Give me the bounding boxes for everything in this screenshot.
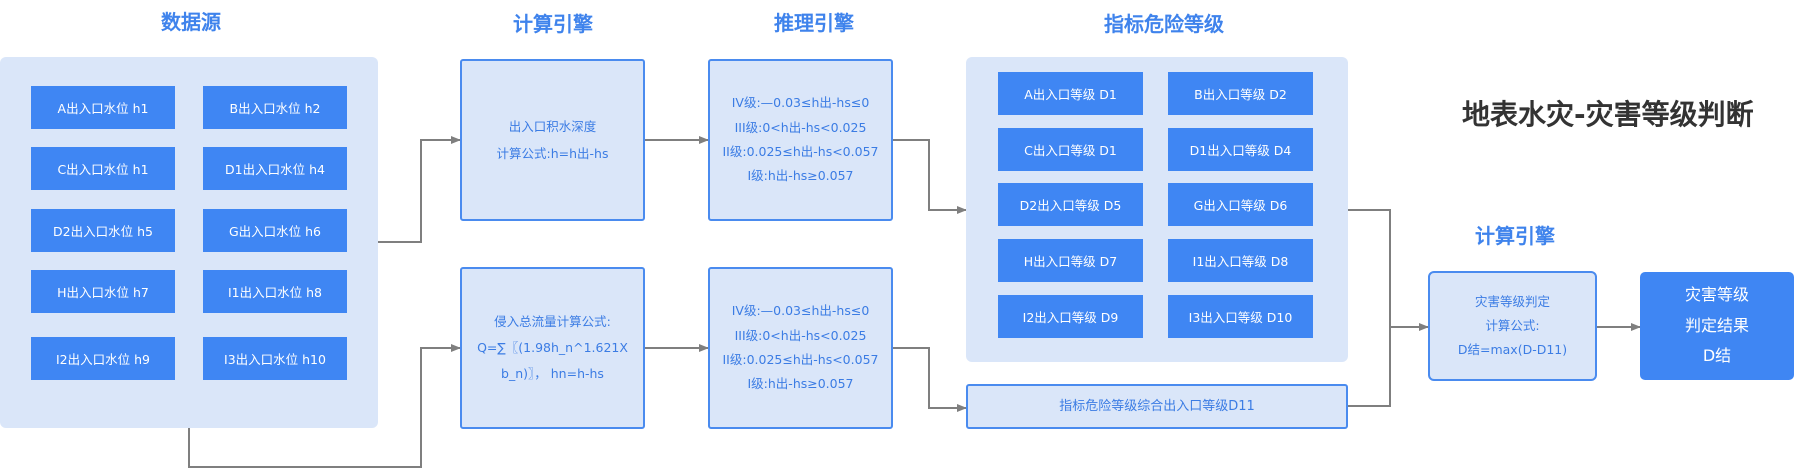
datasource-item: I2出入口水位 h9	[31, 337, 175, 380]
indicator-item: I2出入口等级 D9	[998, 295, 1143, 338]
datasource-item: C出入口水位 h1	[31, 147, 175, 190]
reasoning-top-level-4: IV级:—0.03≤h出-hs≤0	[731, 95, 870, 111]
result-line2: 判定结果	[1684, 315, 1749, 335]
arrow-datasource-to-engine-top	[378, 136, 461, 243]
datasource-panel: A出入口水位 h1 B出入口水位 h2 C出入口水位 h1 D1出入口水位 h4…	[0, 57, 378, 428]
datasource-item: G出入口水位 h6	[203, 209, 347, 252]
indicator-panel: A出入口等级 D1 B出入口等级 D2 C出入口等级 D1 D1出入口等级 D4…	[966, 57, 1348, 362]
arrow-datasource-to-engine-bottom	[188, 344, 461, 468]
heading-reasoning: 推理引擎	[774, 11, 854, 35]
indicator-combined-box: 指标危险等级综合出入口等级D11	[966, 384, 1348, 429]
datasource-item: I1出入口水位 h8	[203, 270, 347, 313]
engine-top-line1: 出入口积水深度	[508, 118, 597, 134]
reasoning-bottom-level-2: II级:0.025≤h出-hs<0.057	[722, 352, 879, 367]
reasoning-bottom-level-3: III级:0<h出-hs<0.025	[734, 327, 867, 343]
indicator-item: D2出入口等级 D5	[998, 183, 1143, 226]
reasoning-box-top: IV级:—0.03≤h出-hs≤0 III级:0<h出-hs<0.025 II级…	[708, 59, 893, 221]
indicator-item: C出入口等级 D1	[998, 128, 1143, 171]
result-box: 灾害等级 判定结果 D结	[1640, 272, 1794, 380]
indicator-item: H出入口等级 D7	[998, 239, 1143, 282]
engine-bottom-line1: 侵入总流量计算公式:	[494, 313, 611, 329]
indicator-item: G出入口等级 D6	[1168, 183, 1313, 226]
heading-engine-2: 计算引擎	[1475, 224, 1555, 248]
heading-engine-1: 计算引擎	[513, 12, 593, 36]
datasource-item: D1出入口水位 h4	[203, 147, 347, 190]
reasoning-bottom-level-4: IV级:—0.03≤h出-hs≤0	[731, 303, 870, 319]
engine-box-inflow: 侵入总流量计算公式: Q=∑〖(1.98h_n^1.621Xb_n)〗， hn=…	[460, 267, 645, 429]
datasource-item: B出入口水位 h2	[203, 86, 347, 129]
result-line1: 灾害等级	[1684, 285, 1749, 305]
arrow-reasoning-bottom-to-combined	[893, 347, 967, 412]
engine-final-line3: D结=max(D-D11)	[1457, 341, 1568, 357]
engine-bottom-line2: Q=∑〖(1.98h_n^1.621Xb_n)〗， hn=h-hs	[477, 339, 628, 382]
page-title: 地表水灾-灾害等级判断	[1462, 98, 1754, 131]
engine-box-final: 灾害等级判定 计算公式: D结=max(D-D11)	[1428, 271, 1597, 381]
indicator-item: I1出入口等级 D8	[1168, 239, 1313, 282]
indicator-item: A出入口等级 D1	[998, 72, 1143, 115]
reasoning-top-level-3: III级:0<h出-hs<0.025	[734, 119, 867, 135]
indicator-item: B出入口等级 D2	[1168, 72, 1313, 115]
result-line3: D结	[1702, 346, 1732, 366]
indicator-item: D1出入口等级 D4	[1168, 128, 1313, 171]
arrow-indicator-to-final-engine	[1348, 209, 1429, 331]
engine-final-line1: 灾害等级判定	[1474, 294, 1550, 310]
arrow-combined-to-final-engine	[1348, 327, 1391, 407]
reasoning-box-bottom: IV级:—0.03≤h出-hs≤0 III级:0<h出-hs<0.025 II级…	[708, 267, 893, 429]
engine-box-water-depth: 出入口积水深度 计算公式:h=h出-hs	[460, 59, 645, 221]
datasource-item: H出入口水位 h7	[31, 270, 175, 313]
arrow-reasoning-top-to-indicator	[893, 139, 967, 214]
reasoning-top-level-2: II级:0.025≤h出-hs<0.057	[722, 144, 879, 159]
datasource-item: A出入口水位 h1	[31, 86, 175, 129]
engine-top-line2: 计算公式:h=h出-hs	[496, 146, 609, 161]
engine-final-line2: 计算公式:	[1485, 318, 1540, 334]
datasource-item: D2出入口水位 h5	[31, 209, 175, 252]
reasoning-bottom-level-1: I级:h出-hs≥0.057	[747, 376, 854, 392]
heading-indicator: 指标危险等级	[1104, 12, 1224, 36]
heading-datasource: 数据源	[161, 10, 221, 34]
reasoning-top-level-1: I级:h出-hs≥0.057	[747, 168, 854, 184]
indicator-item: I3出入口等级 D10	[1168, 295, 1313, 338]
datasource-item: I3出入口水位 h10	[203, 337, 347, 380]
